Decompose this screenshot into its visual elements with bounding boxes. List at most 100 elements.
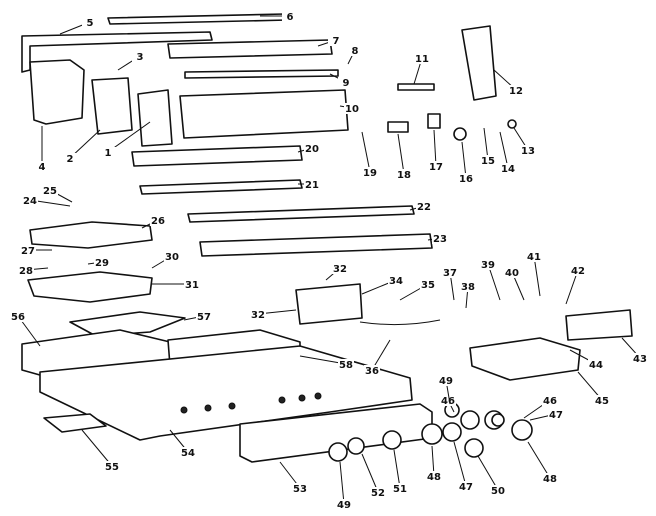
callout-51: 51 [393, 484, 407, 495]
callout-bg-55 [104, 461, 120, 472]
part-small-tray [43, 413, 107, 433]
knob-46b [460, 410, 480, 430]
callout-28: 28 [19, 266, 33, 277]
callout-bg-5 [82, 17, 98, 28]
callout-11: 11 [415, 54, 429, 65]
part-rail-21 [139, 179, 303, 195]
part-window-panel-left [91, 77, 133, 135]
callout-13: 13 [521, 146, 535, 157]
callout-bg-15 [480, 155, 496, 166]
callout-bg-54 [180, 447, 196, 458]
callout-bg-10 [344, 103, 360, 114]
callout-bg-32b [250, 309, 266, 320]
callout-bg-9 [338, 77, 354, 88]
callout-bg-27 [20, 245, 36, 256]
leader-line-55 [81, 429, 113, 467]
callout-18: 18 [397, 170, 411, 181]
callout-bg-19 [362, 167, 378, 178]
callout-55: 55 [105, 462, 119, 473]
part-rail-22 [187, 205, 415, 223]
callout-bg-51 [392, 483, 408, 494]
callout-bg-47b [548, 409, 564, 420]
callout-6: 6 [287, 12, 294, 23]
callout-bg-48b [542, 473, 558, 484]
callout-bg-37 [442, 267, 458, 278]
part-clip-13 [507, 119, 517, 129]
leader-line-19 [361, 131, 371, 173]
callout-bg-42 [570, 265, 586, 276]
callout-32b: 32 [251, 310, 265, 321]
hole [204, 404, 212, 412]
callout-bg-25 [42, 185, 58, 196]
callout-bg-4 [34, 161, 50, 172]
callout-bg-30 [164, 251, 180, 262]
part-drip-tray [27, 271, 153, 303]
callout-bg-21 [304, 179, 320, 190]
callout-bg-14 [500, 163, 516, 174]
callout-bg-57 [196, 311, 212, 322]
knob-48b [511, 419, 533, 441]
callout-41: 41 [527, 252, 541, 263]
callout-12: 12 [509, 86, 523, 97]
callout-31: 31 [185, 280, 199, 291]
callout-50: 50 [491, 486, 505, 497]
knob-51 [382, 430, 402, 450]
leader-line-48b [527, 441, 551, 479]
callout-21: 21 [305, 180, 319, 191]
hole [314, 392, 322, 400]
part-bar-23 [199, 233, 433, 257]
callout-bg-58 [338, 359, 354, 370]
callout-bg-7 [328, 35, 344, 46]
callout-bg-36 [364, 365, 380, 376]
panel-holes [180, 392, 322, 414]
callout-bg-17 [428, 161, 444, 172]
callout-bg-11 [414, 53, 430, 64]
callout-bg-35 [420, 279, 436, 290]
callout-32: 32 [333, 264, 347, 275]
part-rail-20 [131, 145, 303, 167]
callout-bg-32 [332, 263, 348, 274]
hole [180, 406, 188, 414]
callout-49b: 49 [439, 376, 453, 387]
callout-48b: 48 [543, 474, 557, 485]
part-connector-11 [397, 83, 435, 91]
part-oven-glass [179, 89, 349, 139]
callout-bg-12 [508, 85, 524, 96]
callout-bg-13 [520, 145, 536, 156]
callout-9: 9 [343, 78, 350, 89]
part-upper-bracket [167, 39, 333, 59]
callout-48a: 48 [427, 472, 441, 483]
callout-bg-23 [432, 233, 448, 244]
callout-37: 37 [443, 268, 457, 279]
callout-17: 17 [429, 162, 443, 173]
callout-bg-31 [184, 279, 200, 290]
part-right-tray [469, 337, 581, 381]
callout-7: 7 [333, 36, 340, 47]
callout-bg-40 [504, 267, 520, 278]
callout-40: 40 [505, 268, 519, 279]
callout-bg-20 [304, 143, 320, 154]
callout-bg-38 [460, 281, 476, 292]
callout-16: 16 [459, 174, 473, 185]
leader-line-51 [393, 449, 401, 489]
part-igniter-wire [359, 319, 441, 326]
hole [298, 394, 306, 402]
hole [228, 402, 236, 410]
callout-53: 53 [293, 484, 307, 495]
callout-15: 15 [481, 156, 495, 167]
callout-bg-26 [150, 215, 166, 226]
knob-50 [464, 438, 484, 458]
callouts-layer: 1234567891011121314151617181920212223242… [10, 11, 648, 511]
callout-14: 14 [501, 164, 515, 175]
knob-48a [421, 423, 443, 445]
hole [278, 396, 286, 404]
callout-bg-49a [336, 499, 352, 510]
callout-23: 23 [433, 234, 447, 245]
callout-bg-46a [542, 395, 558, 406]
callout-45: 45 [595, 396, 609, 407]
callout-44: 44 [589, 360, 603, 371]
part-grille [565, 309, 633, 341]
callout-bg-52 [370, 487, 386, 498]
callout-52: 52 [371, 488, 385, 499]
